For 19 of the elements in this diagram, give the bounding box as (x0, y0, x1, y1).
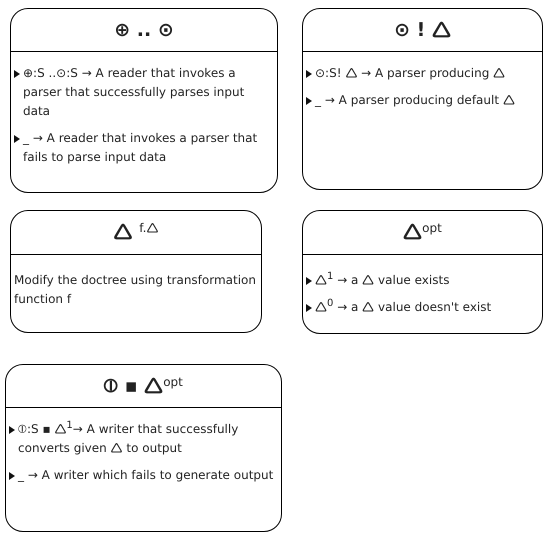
card-heading: ⊕ .. ⊙ (114, 20, 174, 40)
rule-text: 🛆$^{1}$ → a 🛆 value exists (315, 271, 450, 289)
card (10, 210, 262, 333)
card-heading: 🛆 $^{f.🛆}$ (114, 223, 158, 242)
card (10, 8, 278, 193)
rule-text: ⊕:S ..⊙:S → A reader that invokes a parser that successfully parses input data (23, 65, 246, 120)
card-heading: ⊙ ! 🛆 (394, 20, 451, 40)
card (5, 364, 282, 532)
rule-text: _ → A reader that invokes a parser that fails to parse input data (23, 130, 258, 166)
rule-text: 🛆$^{0}$ → a 🛆 value doesn't exist (315, 298, 492, 316)
rule-text: ⊙:S! 🛆 → A parser producing 🛆 (315, 65, 506, 82)
card (302, 210, 543, 334)
rule-text: _ → A parser producing default 🛆 (315, 92, 515, 109)
card-heading: ⦶ ▪ 🛆$^{opt}$ (104, 376, 183, 396)
rule-text: ⦶:S ▪ 🛆$^{1}$→ A writer that successfully converts given 🛆 to output (18, 420, 240, 457)
rule-text: _ → A writer which fails to generate output (18, 467, 274, 484)
rule-text: Modify the doctree using transformation function f (14, 272, 257, 308)
card-heading: 🛆$^{opt}$ (403, 223, 442, 242)
card (302, 8, 543, 190)
